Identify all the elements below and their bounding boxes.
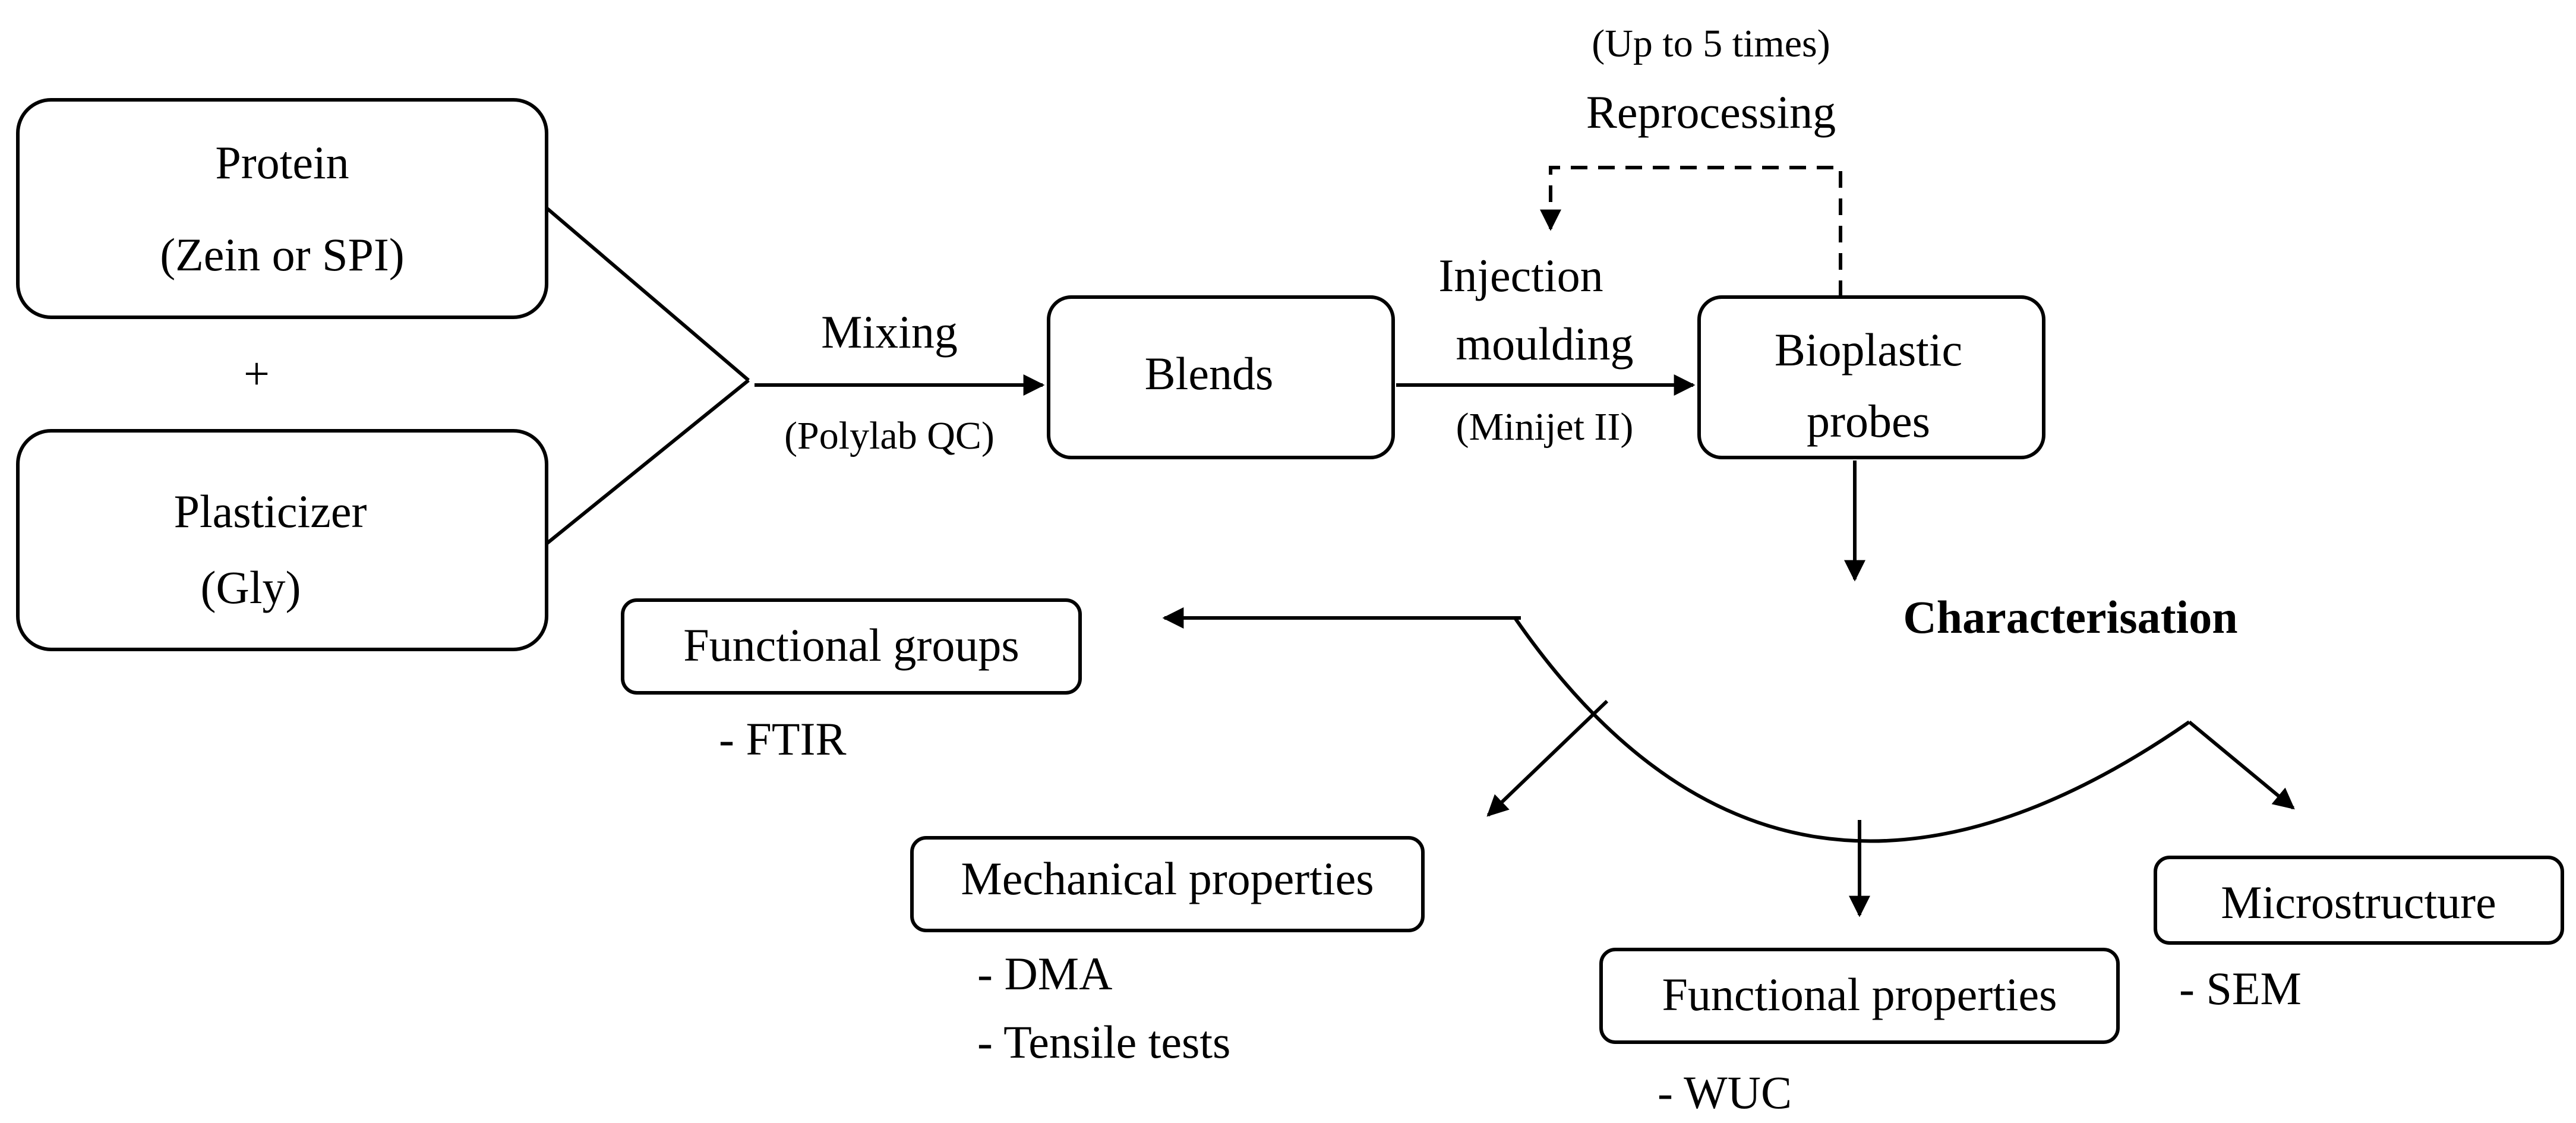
functional-properties-node: Functional properties - WUC [1599,948,2120,1118]
mechanical-arrow [1486,699,1609,817]
microstructure-method: - SEM [2179,963,2302,1014]
blends-node: Blends [1047,295,1395,459]
functional-groups-node: Functional groups - FTIR [621,598,1082,765]
bioplastic-label-line1: Bioplastic [1775,324,1962,376]
reprocessing-loop [1540,166,1842,297]
mixing-sublabel: (Polylab QC) [784,414,995,458]
reprocessing-label: Reprocessing [1586,86,1836,138]
functional-groups-method: - FTIR [719,713,847,765]
characterisation-curve [1513,617,2190,843]
mechanical-node: Mechanical properties - DMA - Tensile te… [910,836,1425,1068]
microstructure-arrow [2188,720,2295,810]
functional-groups-label: Functional groups [683,619,1019,671]
mechanical-method-2: - Tensile tests [977,1016,1230,1068]
injection-sublabel: (Minijet II) [1456,405,1634,449]
blends-label: Blends [1145,348,1274,399]
bioplastic-node: Bioplastic probes [1697,295,2045,459]
functional-properties-method: - WUC [1658,1067,1792,1118]
microstructure-label: Microstructure [2221,876,2496,928]
injection-label-line1: Injection [1438,250,1603,301]
characterisation-label: Characterisation [1903,591,2237,643]
bioplastic-label-line2: probes [1807,395,1930,447]
mechanical-label: Mechanical properties [961,853,1374,904]
functional-properties-label: Functional properties [1662,969,2057,1020]
reprocessing-note: (Up to 5 times) [1592,22,1830,65]
protein-node: Protein (Zein or SPI) [16,98,548,319]
mixing-label: Mixing [821,306,958,358]
plasticizer-sublabel: (Gly) [201,562,301,613]
protein-label: Protein [215,137,349,188]
plasticizer-node: Plasticizer (Gly) [16,429,548,651]
microstructure-node: Microstructure - SEM [2154,856,2564,1014]
mechanical-method-1: - DMA [977,948,1113,999]
protein-merge-line [545,206,750,382]
plasticizer-label: Plasticizer [174,485,367,537]
injection-label-line2: moulding [1456,318,1633,370]
plasticizer-merge-line [545,378,750,545]
plus-sign: + [244,348,270,399]
protein-sublabel: (Zein or SPI) [160,229,405,280]
